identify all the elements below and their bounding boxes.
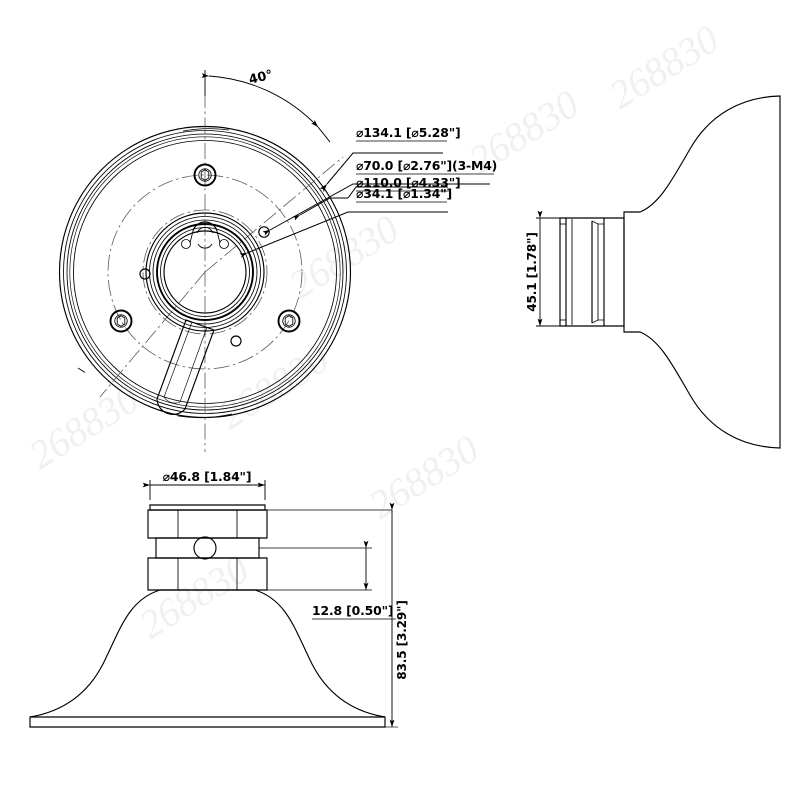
angle-arc-extension	[317, 126, 331, 143]
dim-46-8-label: ⌀46.8 [1.84"]	[163, 469, 252, 484]
neck-band-upper	[147, 509, 268, 539]
angle-40-label: 40°	[247, 67, 274, 87]
angled-centerline-sw	[99, 271, 206, 398]
dimension-46-8: ⌀46.8 [1.84"]	[142, 469, 266, 500]
angle-arc	[201, 73, 319, 128]
watermark-text: 268830	[21, 376, 147, 478]
collar-groove-bottom	[591, 319, 604, 324]
collar-groove-top	[591, 220, 604, 225]
m4-hole-lower-right	[230, 335, 242, 347]
leader-dia-34	[239, 211, 448, 258]
neck-top-cap	[149, 504, 266, 511]
dim-12-8-label: 12.8 [0.50"]	[312, 603, 393, 618]
boss-ring-1	[149, 216, 261, 328]
dim-dia-134-label: ⌀134.1 [⌀5.28"]	[356, 125, 461, 140]
leader-dia-110-seg	[292, 197, 348, 221]
boss-outer-circle	[145, 212, 265, 332]
dim-83-5-label: 83.5 [3.29"]	[395, 600, 409, 679]
dim-45-1-label: 45.1 [1.78"]	[525, 232, 539, 311]
cable-slot	[156, 319, 215, 415]
keyway-base-arc	[197, 243, 213, 249]
angle-dimension-40: 40°	[201, 67, 331, 143]
center-bore-circle	[163, 230, 247, 314]
keyway-lug-left	[181, 239, 191, 249]
neck-band-middle	[155, 537, 260, 559]
screw-hole-top	[193, 163, 217, 187]
boss-ring-2	[152, 219, 258, 325]
keyway-arch	[192, 221, 218, 232]
bolt-circle-centerline	[107, 174, 303, 370]
collar-detail	[559, 217, 625, 327]
angled-centerline-ne	[204, 156, 344, 273]
side-view: 45.1 [1.78"]	[525, 95, 781, 449]
boss-ring-3	[156, 223, 254, 321]
dimension-45-1: 45.1 [1.78"]	[525, 210, 566, 327]
screw-hole-lower-right	[277, 309, 301, 333]
dim-dia-34-label: ⌀34.1 [⌀1.34"]	[356, 186, 452, 201]
bell-body-outline	[623, 95, 781, 449]
top-view: 40° ⌀134.1 [⌀5.28"] ⌀70.0 [⌀2.76"](3-M4)…	[58, 67, 497, 452]
m4-hole-left	[139, 268, 151, 280]
leader-dia-110	[347, 186, 448, 199]
keyway-lug-right	[219, 239, 229, 249]
dimension-83-5: 83.5 [3.29"]	[389, 502, 409, 728]
m4-hole-upper-right	[258, 226, 270, 238]
dimension-12-8: 12.8 [0.50"]	[312, 540, 396, 620]
watermark-layer: 268830 268830 268830 268830 268830 26883…	[21, 16, 727, 648]
watermark-text: 268830	[131, 546, 257, 648]
cable-slot-inner-edge-right	[179, 326, 208, 403]
screw-hole-lower-left	[109, 309, 133, 333]
watermark-text: 268830	[361, 426, 487, 528]
keyway-arch-inner	[196, 227, 214, 234]
leader-dia-134	[319, 152, 443, 193]
center-boss	[145, 212, 265, 332]
dim-dia-110-label: ⌀110.0 [⌀4.33"]	[356, 175, 461, 190]
keyway-edge-left	[189, 230, 194, 244]
keyway-edge-right	[216, 230, 221, 244]
dim-dia-70-label: ⌀70.0 [⌀2.76"](3-M4)	[356, 158, 497, 173]
cable-slot-inner-round-end	[163, 396, 181, 404]
leader-dia-70	[262, 183, 490, 236]
front-view: ⌀46.8 [1.84"] 12.8 [0.50"] 83.5 [3.29"]	[29, 469, 409, 728]
collar-band-outer	[559, 217, 625, 327]
watermark-text: 268830	[601, 16, 727, 118]
cable-slot-inner-edge-left	[163, 321, 193, 398]
dimension-callouts-top-view: ⌀134.1 [⌀5.28"] ⌀70.0 [⌀2.76"](3-M4) ⌀34…	[239, 125, 497, 258]
rim-notch-mark	[77, 367, 86, 373]
rim-seam-top	[182, 128, 230, 132]
neck-through-hole	[193, 536, 217, 560]
